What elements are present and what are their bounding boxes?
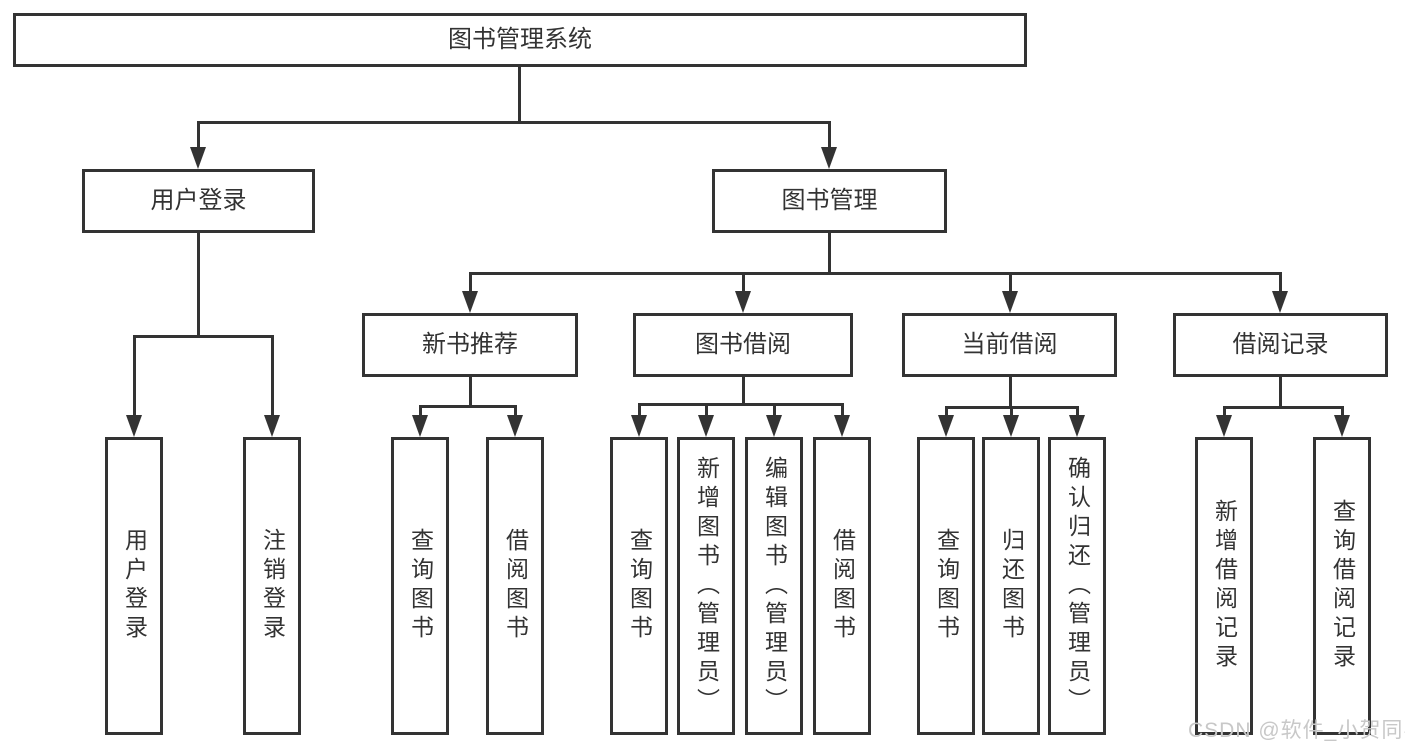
leaf-borrow-books-1: 借阅图书	[486, 437, 544, 735]
connector-leaf-stem	[419, 405, 422, 417]
leaf-return-book: 归还图书	[982, 437, 1040, 735]
leaf-label: 借阅图书	[502, 528, 529, 644]
arrowhead-to-current-borrow	[1002, 291, 1018, 313]
connector-leaf-stem	[1223, 406, 1226, 417]
leaf-add-book-admin: 新增图书（管理员）	[677, 437, 735, 735]
connector-to-book-borrow-stem	[742, 272, 745, 293]
arrowhead-to-leaf-return-book	[1003, 415, 1019, 437]
leaf-query-books-3: 查询图书	[917, 437, 975, 735]
connector-leaf-stem	[773, 403, 776, 417]
node-label: 图书管理系统	[448, 26, 592, 53]
connector-root-crossbar	[197, 121, 830, 124]
csdn-watermark: CSDN @软件_小贺同学	[1188, 719, 1405, 742]
node-borrowing-records: 借阅记录	[1173, 313, 1388, 377]
leaf-label: 查询图书	[626, 528, 653, 644]
connector-to-new-book-stem	[469, 272, 472, 293]
connector-leaf-stem	[1341, 406, 1344, 417]
arrowhead-to-leaf-confirm-return	[1069, 415, 1085, 437]
arrowhead-to-leaf-query-borrow-record	[1334, 415, 1350, 437]
connector-to-current-borrow-stem	[1009, 272, 1012, 293]
arrowhead-to-leaf-logout	[264, 415, 280, 437]
node-root-book-management-system: 图书管理系统	[13, 13, 1027, 67]
node-label: 图书借阅	[695, 331, 791, 358]
connector-level3-crossbar	[469, 272, 1282, 275]
leaf-label: 查询图书	[933, 528, 960, 644]
connector-leaf-stem	[841, 403, 844, 417]
leaf-label: 编辑图书（管理员）	[761, 455, 788, 717]
arrowhead-to-leaf-query-books-3	[938, 415, 954, 437]
arrowhead-to-leaf-borrow-books-1	[507, 415, 523, 437]
node-label: 用户登录	[150, 187, 247, 214]
leaf-logout: 注销登录	[243, 437, 301, 735]
connector-new-book-crossbar	[419, 405, 517, 408]
connector-leaf-stem	[945, 406, 948, 417]
node-book-management-branch: 图书管理	[712, 169, 947, 233]
node-current-borrowing: 当前借阅	[902, 313, 1117, 377]
leaf-add-borrow-record: 新增借阅记录	[1195, 437, 1253, 735]
connector-current-borrow-stem	[1009, 377, 1012, 406]
connector-leaf-stem	[705, 403, 708, 417]
leaf-label: 查询借阅记录	[1329, 499, 1356, 673]
connector-book-borrow-stem	[742, 377, 745, 403]
connector-user-login-crossbar	[133, 335, 273, 338]
arrowhead-to-leaf-query-books-1	[412, 415, 428, 437]
connector-root-stem	[518, 67, 521, 122]
leaf-label: 借阅图书	[829, 528, 856, 644]
connector-to-book-management-stem	[828, 121, 831, 149]
node-user-login-branch: 用户登录	[82, 169, 315, 233]
connector-leaf-stem	[514, 405, 517, 417]
arrowhead-to-leaf-query-books-2	[631, 415, 647, 437]
arrowhead-to-book-management	[821, 147, 837, 169]
connector-book-management-stem	[828, 233, 831, 272]
node-new-book-recommend: 新书推荐	[362, 313, 578, 377]
leaf-label: 用户登录	[121, 528, 148, 644]
node-label: 当前借阅	[961, 331, 1058, 358]
connector-to-leaf-logout-stem	[271, 335, 274, 417]
arrowhead-to-borrow-records	[1272, 291, 1288, 313]
connector-to-borrow-records-stem	[1279, 272, 1282, 293]
connector-user-login-stem	[197, 233, 200, 335]
leaf-confirm-return-admin: 确认归还（管理员）	[1048, 437, 1106, 735]
leaf-edit-book-admin: 编辑图书（管理员）	[745, 437, 803, 735]
connector-book-borrow-crossbar	[638, 403, 844, 406]
arrowhead-to-user-login	[190, 147, 206, 169]
leaf-label: 注销登录	[259, 528, 286, 644]
leaf-label: 归还图书	[998, 528, 1025, 644]
leaf-label: 查询图书	[407, 528, 434, 644]
leaf-label: 新增图书（管理员）	[693, 455, 720, 717]
arrowhead-to-new-book	[462, 291, 478, 313]
arrowhead-to-leaf-edit-book	[766, 415, 782, 437]
leaf-user-login: 用户登录	[105, 437, 163, 735]
connector-leaf-stem	[638, 403, 641, 417]
arrowhead-to-leaf-user-login	[126, 415, 142, 437]
leaf-query-books-1: 查询图书	[391, 437, 449, 735]
connector-leaf-stem	[1010, 406, 1013, 417]
node-label: 新书推荐	[422, 331, 518, 358]
node-book-borrowing: 图书借阅	[633, 313, 853, 377]
leaf-label: 确认归还（管理员）	[1064, 455, 1091, 717]
leaf-borrow-books-2: 借阅图书	[813, 437, 871, 735]
leaf-label: 新增借阅记录	[1211, 499, 1238, 673]
connector-borrow-records-crossbar	[1223, 406, 1343, 409]
node-label: 借阅记录	[1232, 331, 1329, 358]
node-label: 图书管理	[781, 187, 878, 214]
connector-leaf-stem	[1076, 406, 1079, 417]
leaf-query-borrow-record: 查询借阅记录	[1313, 437, 1371, 735]
connector-borrow-records-stem	[1279, 377, 1282, 406]
arrowhead-to-leaf-borrow-books-2	[834, 415, 850, 437]
arrowhead-to-leaf-add-borrow-record	[1216, 415, 1232, 437]
connector-to-leaf-user-login-stem	[133, 335, 136, 417]
leaf-query-books-2: 查询图书	[610, 437, 668, 735]
connector-new-book-stem	[469, 377, 472, 405]
arrowhead-to-leaf-add-book	[698, 415, 714, 437]
arrowhead-to-book-borrow	[735, 291, 751, 313]
connector-to-user-login-stem	[197, 121, 200, 149]
